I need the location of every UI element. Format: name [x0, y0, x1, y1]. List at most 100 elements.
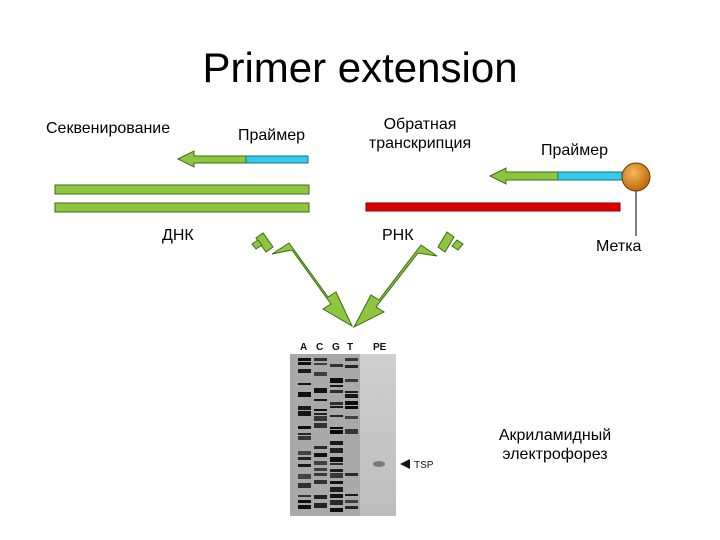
gel-lane-g: G: [332, 342, 340, 353]
tsp-label: TSP: [414, 460, 434, 471]
tsp-marker-icon: [400, 459, 410, 469]
gel-band: [298, 464, 311, 467]
electrophoresis-line2: электрофорез: [502, 446, 608, 463]
gel-band: [314, 446, 327, 449]
gel-band: [330, 494, 343, 498]
gel-band: [314, 358, 327, 361]
gel-band: [330, 441, 343, 445]
gel-band: [314, 372, 327, 376]
gel-band: [330, 402, 343, 405]
gel-lane-pe: PE: [373, 342, 387, 353]
gel-band: [345, 429, 358, 434]
gel-band: [345, 500, 358, 503]
rna-strand: [365, 202, 621, 212]
gel-band: [298, 457, 311, 460]
gel-band: [345, 506, 358, 509]
gel-band: [330, 406, 343, 408]
gel-band: [345, 406, 358, 409]
gel-band: [345, 401, 358, 405]
gel-band: [298, 500, 311, 503]
gel-band: [298, 383, 311, 385]
gel-band: [314, 453, 327, 457]
gel-band: [298, 392, 311, 397]
gel-band: [330, 481, 343, 484]
gel-image: A C G T PE TSP: [290, 342, 434, 516]
electrophoresis-line1: Акриламидный: [498, 427, 612, 444]
gel-band: [298, 411, 311, 416]
gel-band: [345, 391, 358, 393]
gel-bands: [298, 358, 358, 512]
gel-band: [298, 495, 311, 497]
gel-band: [314, 363, 327, 365]
gel-band: [345, 379, 358, 382]
gel-band: [330, 457, 343, 462]
gel-band: [314, 416, 327, 421]
gel-band: [314, 409, 327, 411]
gel-band: [345, 365, 358, 368]
gel-band: [345, 358, 358, 361]
gel-band: [330, 473, 343, 478]
rna-label: РНК: [382, 227, 414, 244]
reverse-transcription-label: Обратная транскрипция: [350, 115, 490, 153]
gel-band: [345, 473, 358, 476]
gel-band: [330, 385, 343, 387]
gel-band: [345, 494, 358, 496]
reverse-transcription-line2: транскрипция: [368, 135, 472, 152]
dna-label: ДНК: [162, 227, 194, 244]
gel-lane-c: C: [316, 342, 323, 353]
primer-right-label: Праймер: [541, 142, 609, 159]
gel-band: [298, 474, 311, 479]
gel-band: [314, 480, 327, 484]
gel-band: [298, 406, 311, 410]
gel-band: [345, 416, 358, 419]
reverse-transcription-line1: Обратная: [383, 116, 457, 133]
gel-band: [298, 483, 311, 488]
gel-band: [330, 427, 343, 429]
gel-band: [314, 423, 327, 428]
gel-band: [330, 469, 343, 472]
right-flow-arrow: [352, 231, 464, 329]
gel-band: [330, 390, 343, 393]
electrophoresis-label: Акриламидный электрофорез: [480, 426, 630, 464]
gel-band: [330, 415, 343, 417]
gel-band: [298, 358, 311, 361]
right-primer-segment: [557, 171, 623, 181]
gel-lane-t: T: [347, 342, 353, 353]
left-flow-arrow: [251, 232, 354, 328]
gel-band: [314, 399, 327, 401]
gel-band: [330, 463, 343, 465]
gel-band: [298, 451, 311, 455]
gel-band: [330, 430, 343, 434]
gel-band: [298, 436, 311, 440]
gel-band: [330, 500, 343, 505]
gel-band: [345, 394, 358, 398]
gel-band: [314, 461, 327, 465]
gel-band: [330, 487, 343, 492]
gel-band: [314, 495, 327, 499]
gel-band: [330, 448, 343, 453]
gel-band: [314, 468, 327, 471]
page-title: Primer extension: [202, 44, 518, 91]
probe-label-icon: [621, 162, 651, 192]
gel-band: [298, 426, 311, 429]
gel-band: [330, 378, 343, 383]
primer-left-label: Праймер: [238, 127, 306, 144]
gel-band: [314, 503, 327, 508]
gel-band: [314, 473, 327, 476]
dna-strand-top: [54, 184, 310, 195]
gel-band: [314, 388, 327, 393]
left-primer-segment: [245, 155, 309, 164]
gel-band: [330, 364, 343, 367]
gel-band: [298, 433, 311, 435]
gel-band: [330, 508, 343, 512]
left-primer-arrow: [176, 150, 309, 168]
gel-lane-a: A: [300, 342, 307, 353]
dna-strand-bottom: [54, 202, 310, 213]
gel-band: [314, 413, 327, 415]
gel-band: [298, 362, 311, 365]
sequencing-label: Секвенирование: [46, 120, 171, 137]
pe-band: [373, 461, 385, 467]
right-primer-arrow: [488, 167, 623, 185]
gel-band: [298, 505, 311, 509]
